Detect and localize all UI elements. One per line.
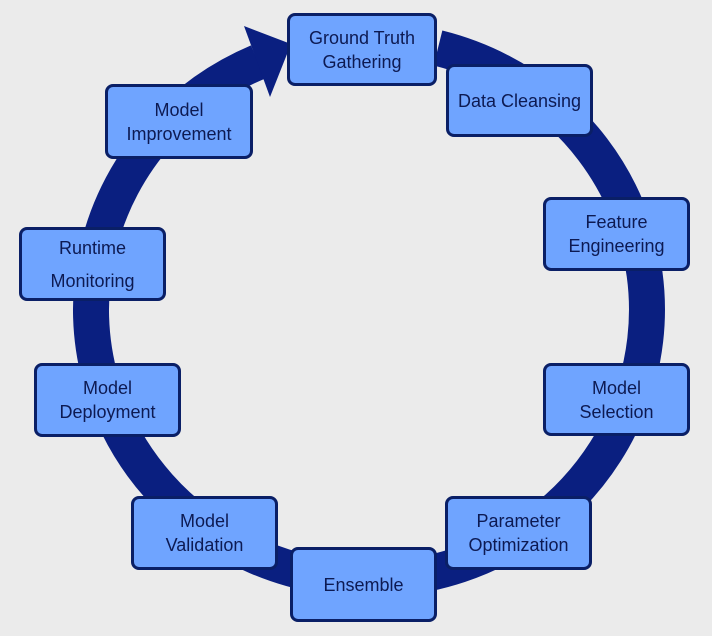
stage-label-line-2: Engineering — [568, 236, 665, 256]
stage-data-cleansing: Data Cleansing — [446, 64, 593, 137]
stage-label-line-2: Monitoring — [50, 270, 135, 291]
stage-label-line-1: Model — [154, 99, 204, 120]
stage-label-line-2: Deployment — [59, 402, 156, 422]
stage-parameter-optimization: Parameter Optimization — [445, 496, 592, 570]
stage-label-line-1: Model — [82, 378, 133, 398]
stage-model-deployment: Model Deployment — [34, 363, 181, 437]
stage-ground-truth-gathering: Ground Truth Gathering — [287, 13, 437, 86]
stage-label-line-2: Improvement — [126, 123, 232, 144]
stage-label-line-2: Validation — [165, 535, 244, 555]
stage-label-line-1: Data Cleansing — [457, 90, 582, 111]
stage-label-line-1: Model — [591, 377, 642, 398]
stage-label-line-2: Selection — [579, 401, 654, 422]
stage-label-line-1: Model — [179, 511, 230, 531]
stage-runtime-monitoring: Runtime Monitoring — [19, 227, 166, 301]
stage-label-line-1: Ground Truth — [308, 27, 416, 48]
stage-model-validation: Model Validation — [131, 496, 278, 570]
stage-label-line-2: Gathering — [322, 51, 402, 72]
stage-label-line-1: Runtime — [58, 237, 127, 258]
stage-model-improvement: Model Improvement — [105, 84, 253, 159]
stage-label-line-1: Parameter — [476, 511, 561, 531]
stage-label-line-1: Ensemble — [323, 574, 404, 595]
stage-label-line-1: Feature — [585, 212, 648, 232]
stage-feature-engineering: Feature Engineering — [543, 197, 690, 271]
stage-label-line-2: Optimization — [468, 535, 569, 555]
cycle-arrowhead — [244, 26, 291, 97]
stage-ensemble: Ensemble — [290, 547, 437, 622]
stage-model-selection: Model Selection — [543, 363, 690, 436]
